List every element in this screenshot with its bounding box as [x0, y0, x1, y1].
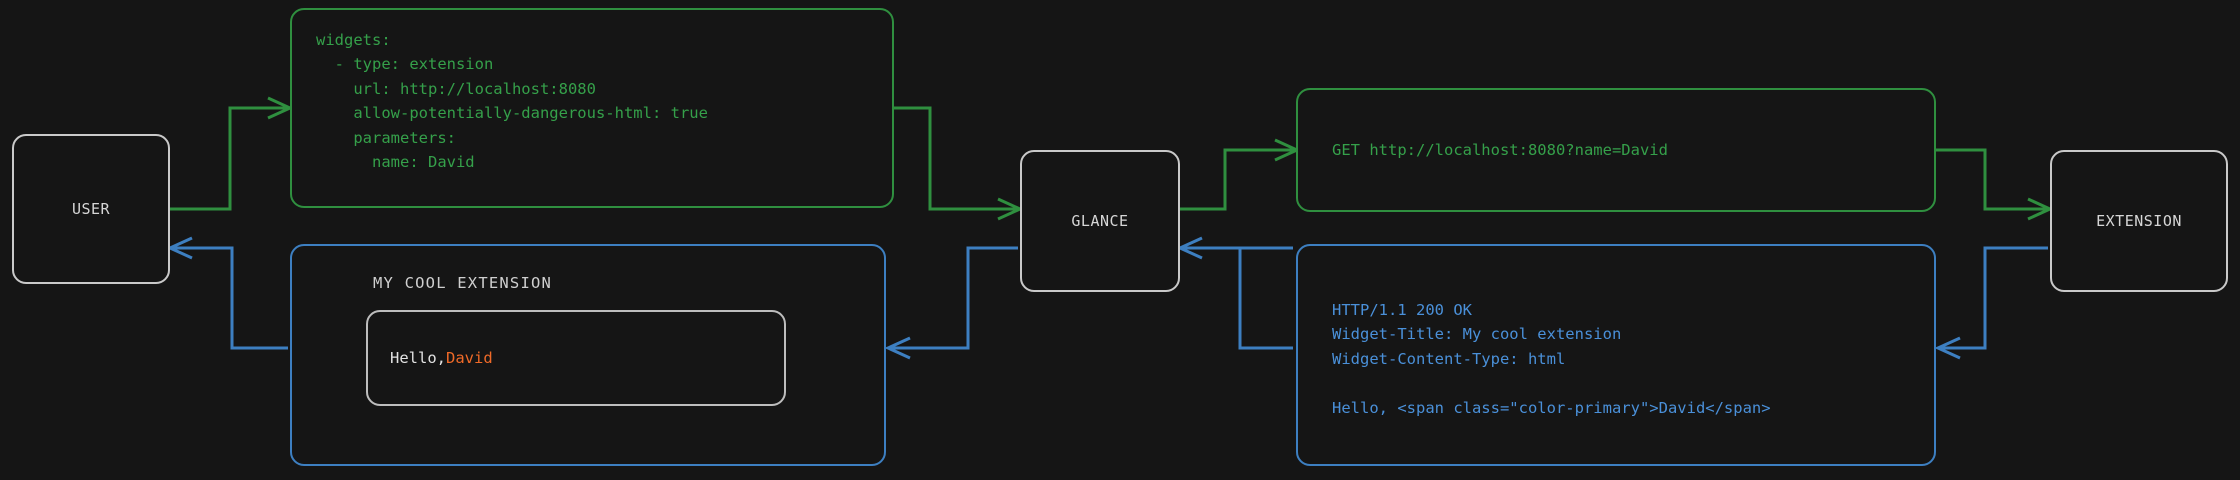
node-extension-label: EXTENSION — [2096, 212, 2182, 230]
node-glance-label: GLANCE — [1071, 212, 1129, 230]
http-response-text: HTTP/1.1 200 OK Widget-Title: My cool ex… — [1332, 301, 1771, 417]
edge-segment — [890, 246, 1018, 350]
widget-preview-body: Hello, David — [366, 310, 786, 406]
widget-preview-title: MY COOL EXTENSION — [373, 274, 553, 292]
node-user[interactable]: USER — [12, 134, 170, 284]
arrowhead-open — [166, 236, 193, 260]
arrowhead-open — [884, 336, 911, 360]
arrowhead-open — [997, 197, 1024, 221]
node-glance[interactable]: GLANCE — [1020, 150, 1180, 292]
arrowhead-open — [267, 96, 294, 120]
edge-segment — [1180, 148, 1295, 211]
edge-segment — [170, 106, 288, 211]
arrowhead-open — [2027, 197, 2054, 221]
edge-segment — [1935, 148, 2048, 211]
edge-segment — [1940, 246, 2048, 350]
widget-greeting-name: David — [446, 349, 493, 367]
node-user-label: USER — [71, 200, 111, 218]
http-request-text: GET http://localhost:8080?name=David — [1332, 140, 1668, 159]
widget-greeting-text: Hello, — [390, 349, 446, 367]
node-extension[interactable]: EXTENSION — [2050, 150, 2228, 292]
edge-segment — [1238, 248, 1293, 350]
edge-segment — [893, 106, 1018, 211]
config-yaml-text: widgets: - type: extension url: http://l… — [316, 31, 708, 172]
message-http-request: GET http://localhost:8080?name=David — [1296, 88, 1936, 212]
arrowhead-open — [1274, 138, 1301, 162]
edge-segment — [172, 246, 288, 350]
arrowhead-open — [1934, 336, 1961, 360]
message-config-yaml: widgets: - type: extension url: http://l… — [290, 8, 894, 208]
message-http-response: HTTP/1.1 200 OK Widget-Title: My cool ex… — [1296, 244, 1936, 466]
arrowhead-open — [1176, 236, 1203, 260]
message-widget-preview: MY COOL EXTENSION Hello, David — [290, 244, 886, 466]
